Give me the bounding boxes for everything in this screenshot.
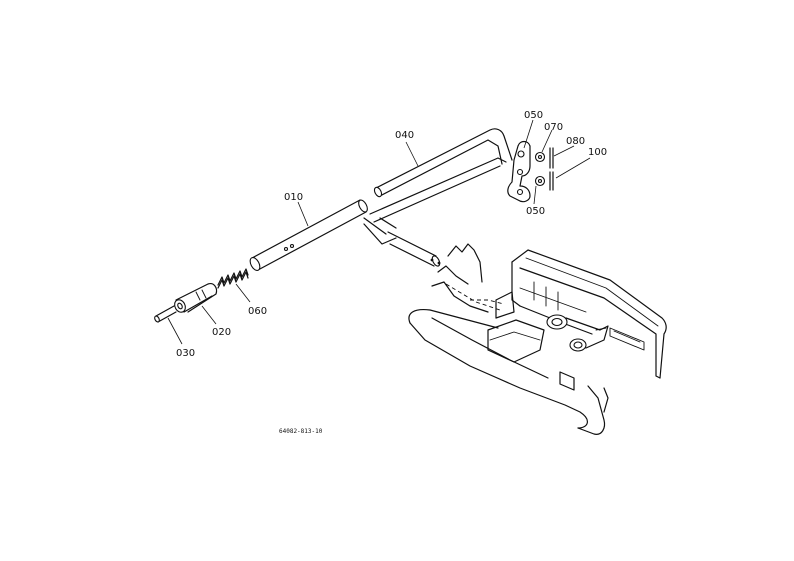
callout-040: 040 [395,130,414,141]
bar-040 [369,128,513,223]
pin-030 [154,305,177,323]
callout-080: 080 [566,136,585,147]
tube-010 [249,199,368,272]
machine-frame [408,243,667,435]
link-plate-050 [507,140,554,203]
callout-030: 030 [176,348,195,359]
callout-020: 020 [212,327,231,338]
callout-060: 060 [248,306,267,317]
callout-050-bottom: 050 [526,206,545,217]
connecting-rod [363,217,441,267]
leader-lines [167,119,591,345]
drawing-code: 64082-813-10 [279,428,323,435]
callout-050-top: 050 [524,110,543,121]
grip-020 [174,283,218,313]
callout-labels: 010 040 050 070 080 100 050 060 020 030 [176,110,607,359]
callout-010: 010 [284,192,303,203]
spring-060 [217,268,249,289]
callout-070: 070 [544,122,563,133]
callout-100: 100 [588,147,607,158]
